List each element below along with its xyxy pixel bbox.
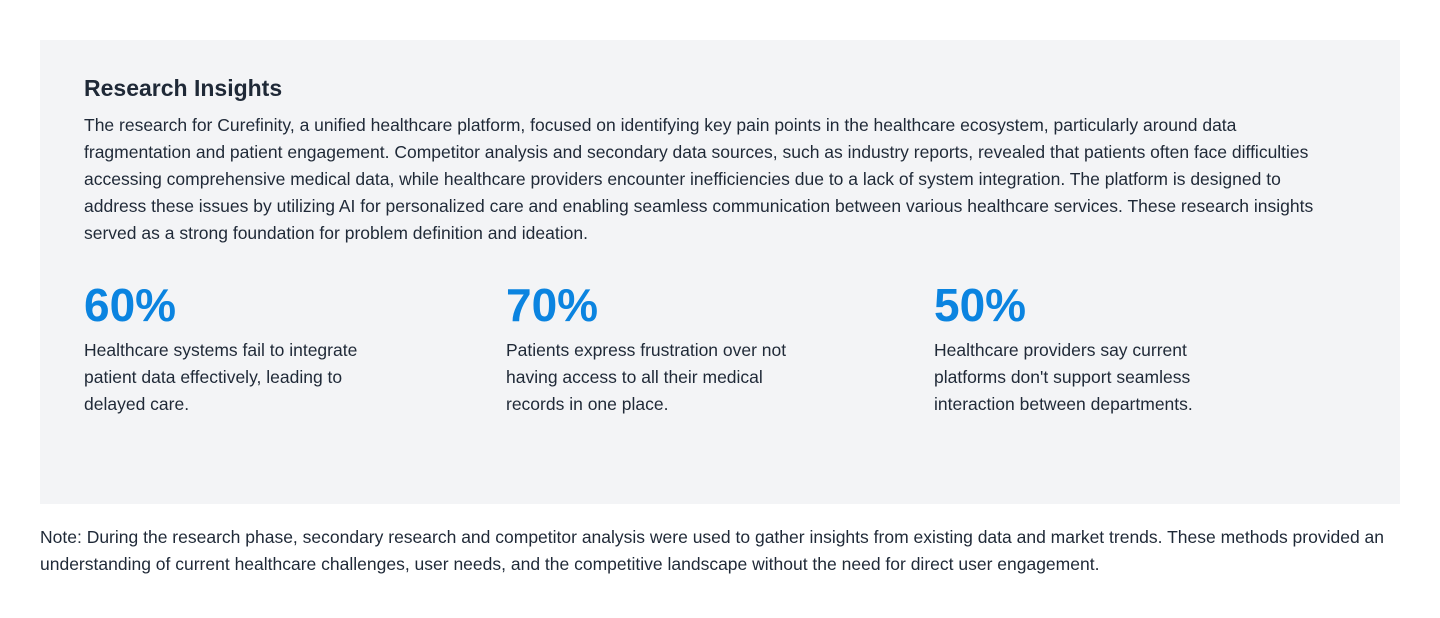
- stat-description: Healthcare systems fail to integrate pat…: [84, 340, 358, 414]
- stat-card: 70% Patients express frustration over no…: [506, 277, 796, 418]
- research-insights-panel: Research Insights The research for Curef…: [40, 40, 1400, 504]
- stat-card: 60% Healthcare systems fail to integrate…: [84, 277, 374, 418]
- stats-row: 60% Healthcare systems fail to integrate…: [84, 277, 1356, 427]
- section-intro: The research for Curefinity, a unified h…: [84, 115, 1314, 243]
- stat-value: 50%: [934, 279, 1027, 331]
- section-title: Research Insights: [84, 75, 283, 101]
- stat-value: 60%: [84, 279, 177, 331]
- stat-card: 50% Healthcare providers say current pla…: [934, 277, 1224, 418]
- stat-description: Patients express frustration over not ha…: [506, 340, 787, 414]
- stat-value: 70%: [506, 279, 599, 331]
- stat-description: Healthcare providers say current platfor…: [934, 340, 1193, 414]
- research-note: Note: During the research phase, seconda…: [40, 527, 1385, 574]
